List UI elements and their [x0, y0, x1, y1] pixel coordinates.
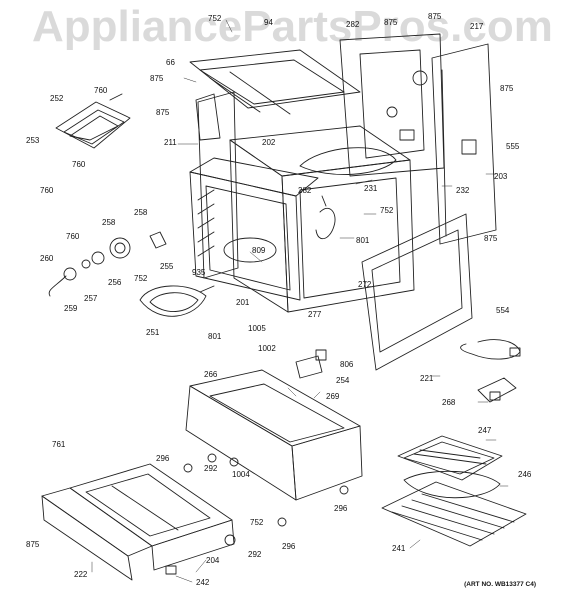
part-number-label: 258 — [102, 218, 116, 227]
part-number-label: 875 — [484, 234, 498, 243]
rear-panel-part — [339, 33, 445, 177]
part-number-label: 222 — [74, 570, 88, 579]
part-number-label: 260 — [40, 254, 54, 263]
sensor-parts — [48, 231, 167, 297]
part-number-label: 252 — [50, 94, 64, 103]
part-number-label: 201 — [236, 298, 250, 307]
part-number-label: 258 — [134, 208, 148, 217]
leader-lines — [91, 19, 509, 583]
part-number-label: 801 — [356, 236, 370, 245]
part-number-label: 806 — [340, 360, 354, 369]
oven-door-part — [361, 213, 473, 371]
part-number-label: 555 — [506, 142, 520, 151]
part-number-label: 254 — [336, 376, 350, 385]
part-number-label: 1002 — [258, 344, 276, 353]
storage-drawer-part — [41, 463, 235, 581]
part-number-label: 292 — [248, 550, 262, 559]
part-number-label: 292 — [204, 464, 218, 473]
part-number-label: 752 — [250, 518, 264, 527]
part-number-label: 94 — [264, 18, 273, 27]
part-number-label: 259 — [64, 304, 78, 313]
part-number-label: 752 — [208, 14, 222, 23]
part-number-label: 251 — [146, 328, 160, 337]
part-number-label: 760 — [66, 232, 80, 241]
part-number-label: 760 — [40, 186, 54, 195]
part-number-label: 296 — [282, 542, 296, 551]
part-number-label: 242 — [196, 578, 210, 587]
wire-harness-part — [315, 195, 336, 240]
part-number-label: 875 — [500, 84, 514, 93]
oven-rack-part — [381, 481, 527, 547]
part-number-label: 554 — [496, 306, 510, 315]
insulation-wrap-part — [299, 147, 397, 175]
part-number-label: 66 — [166, 58, 175, 67]
part-number-label: 268 — [442, 398, 456, 407]
part-number-label: 752 — [380, 206, 394, 215]
part-number-label: 269 — [326, 392, 340, 401]
part-number-label: 232 — [456, 186, 470, 195]
part-number-label: 255 — [160, 262, 174, 271]
side-panel-right-part — [431, 43, 497, 245]
part-number-label: 221 — [420, 374, 434, 383]
fastener-parts — [165, 453, 349, 575]
side-panel-left-part — [197, 91, 239, 279]
part-number-label: 296 — [334, 504, 348, 513]
part-number-label: 246 — [518, 470, 532, 479]
part-number-label: 296 — [156, 454, 170, 463]
part-number-label: 203 — [494, 172, 508, 181]
part-number-label: 935 — [192, 268, 206, 277]
broil-element-part — [55, 93, 131, 149]
part-number-label: 875 — [26, 540, 40, 549]
oven-liner-part — [189, 157, 319, 301]
part-number-label: 1004 — [232, 470, 250, 479]
art-number: (ART NO. WB13377 C4) — [464, 581, 536, 588]
part-number-label: 277 — [308, 310, 322, 319]
part-number-label: 266 — [204, 370, 218, 379]
part-number-label: 247 — [478, 426, 492, 435]
part-number-label: 241 — [392, 544, 406, 553]
part-number-label: 256 — [108, 278, 122, 287]
part-number-label: 282 — [298, 186, 312, 195]
part-number-label: 211 — [164, 138, 177, 147]
part-number-label: 875 — [150, 74, 164, 83]
top-frame-part — [189, 49, 361, 141]
part-number-label: 760 — [72, 160, 86, 169]
part-number-label: 760 — [94, 86, 108, 95]
part-number-label: 875 — [156, 108, 170, 117]
part-number-label: 752 — [134, 274, 148, 283]
broiler-tray-part — [477, 377, 517, 403]
part-number-label: 231 — [364, 184, 378, 193]
part-number-label: 272 — [358, 280, 372, 289]
watermark: AppliancePartsPros.com — [32, 2, 553, 51]
drawer-frame-part — [185, 369, 363, 501]
broiler-pan-part — [397, 435, 503, 499]
part-number-label: 761 — [52, 440, 66, 449]
part-number-label: 202 — [262, 138, 276, 147]
part-number-label: 801 — [208, 332, 222, 341]
part-number-label: 1005 — [248, 324, 266, 333]
part-number-label: 809 — [252, 246, 266, 255]
part-number-label: 204 — [206, 556, 220, 565]
part-number-label: 875 — [384, 18, 398, 27]
part-number-label: 282 — [346, 20, 360, 29]
bracket-parts — [295, 349, 327, 379]
part-number-label: 217 — [470, 22, 484, 31]
part-number-label: 257 — [84, 294, 98, 303]
bake-element-part — [139, 285, 215, 317]
part-number-label: 875 — [428, 12, 442, 21]
part-number-label: 253 — [26, 136, 40, 145]
power-cord-part — [460, 339, 521, 360]
